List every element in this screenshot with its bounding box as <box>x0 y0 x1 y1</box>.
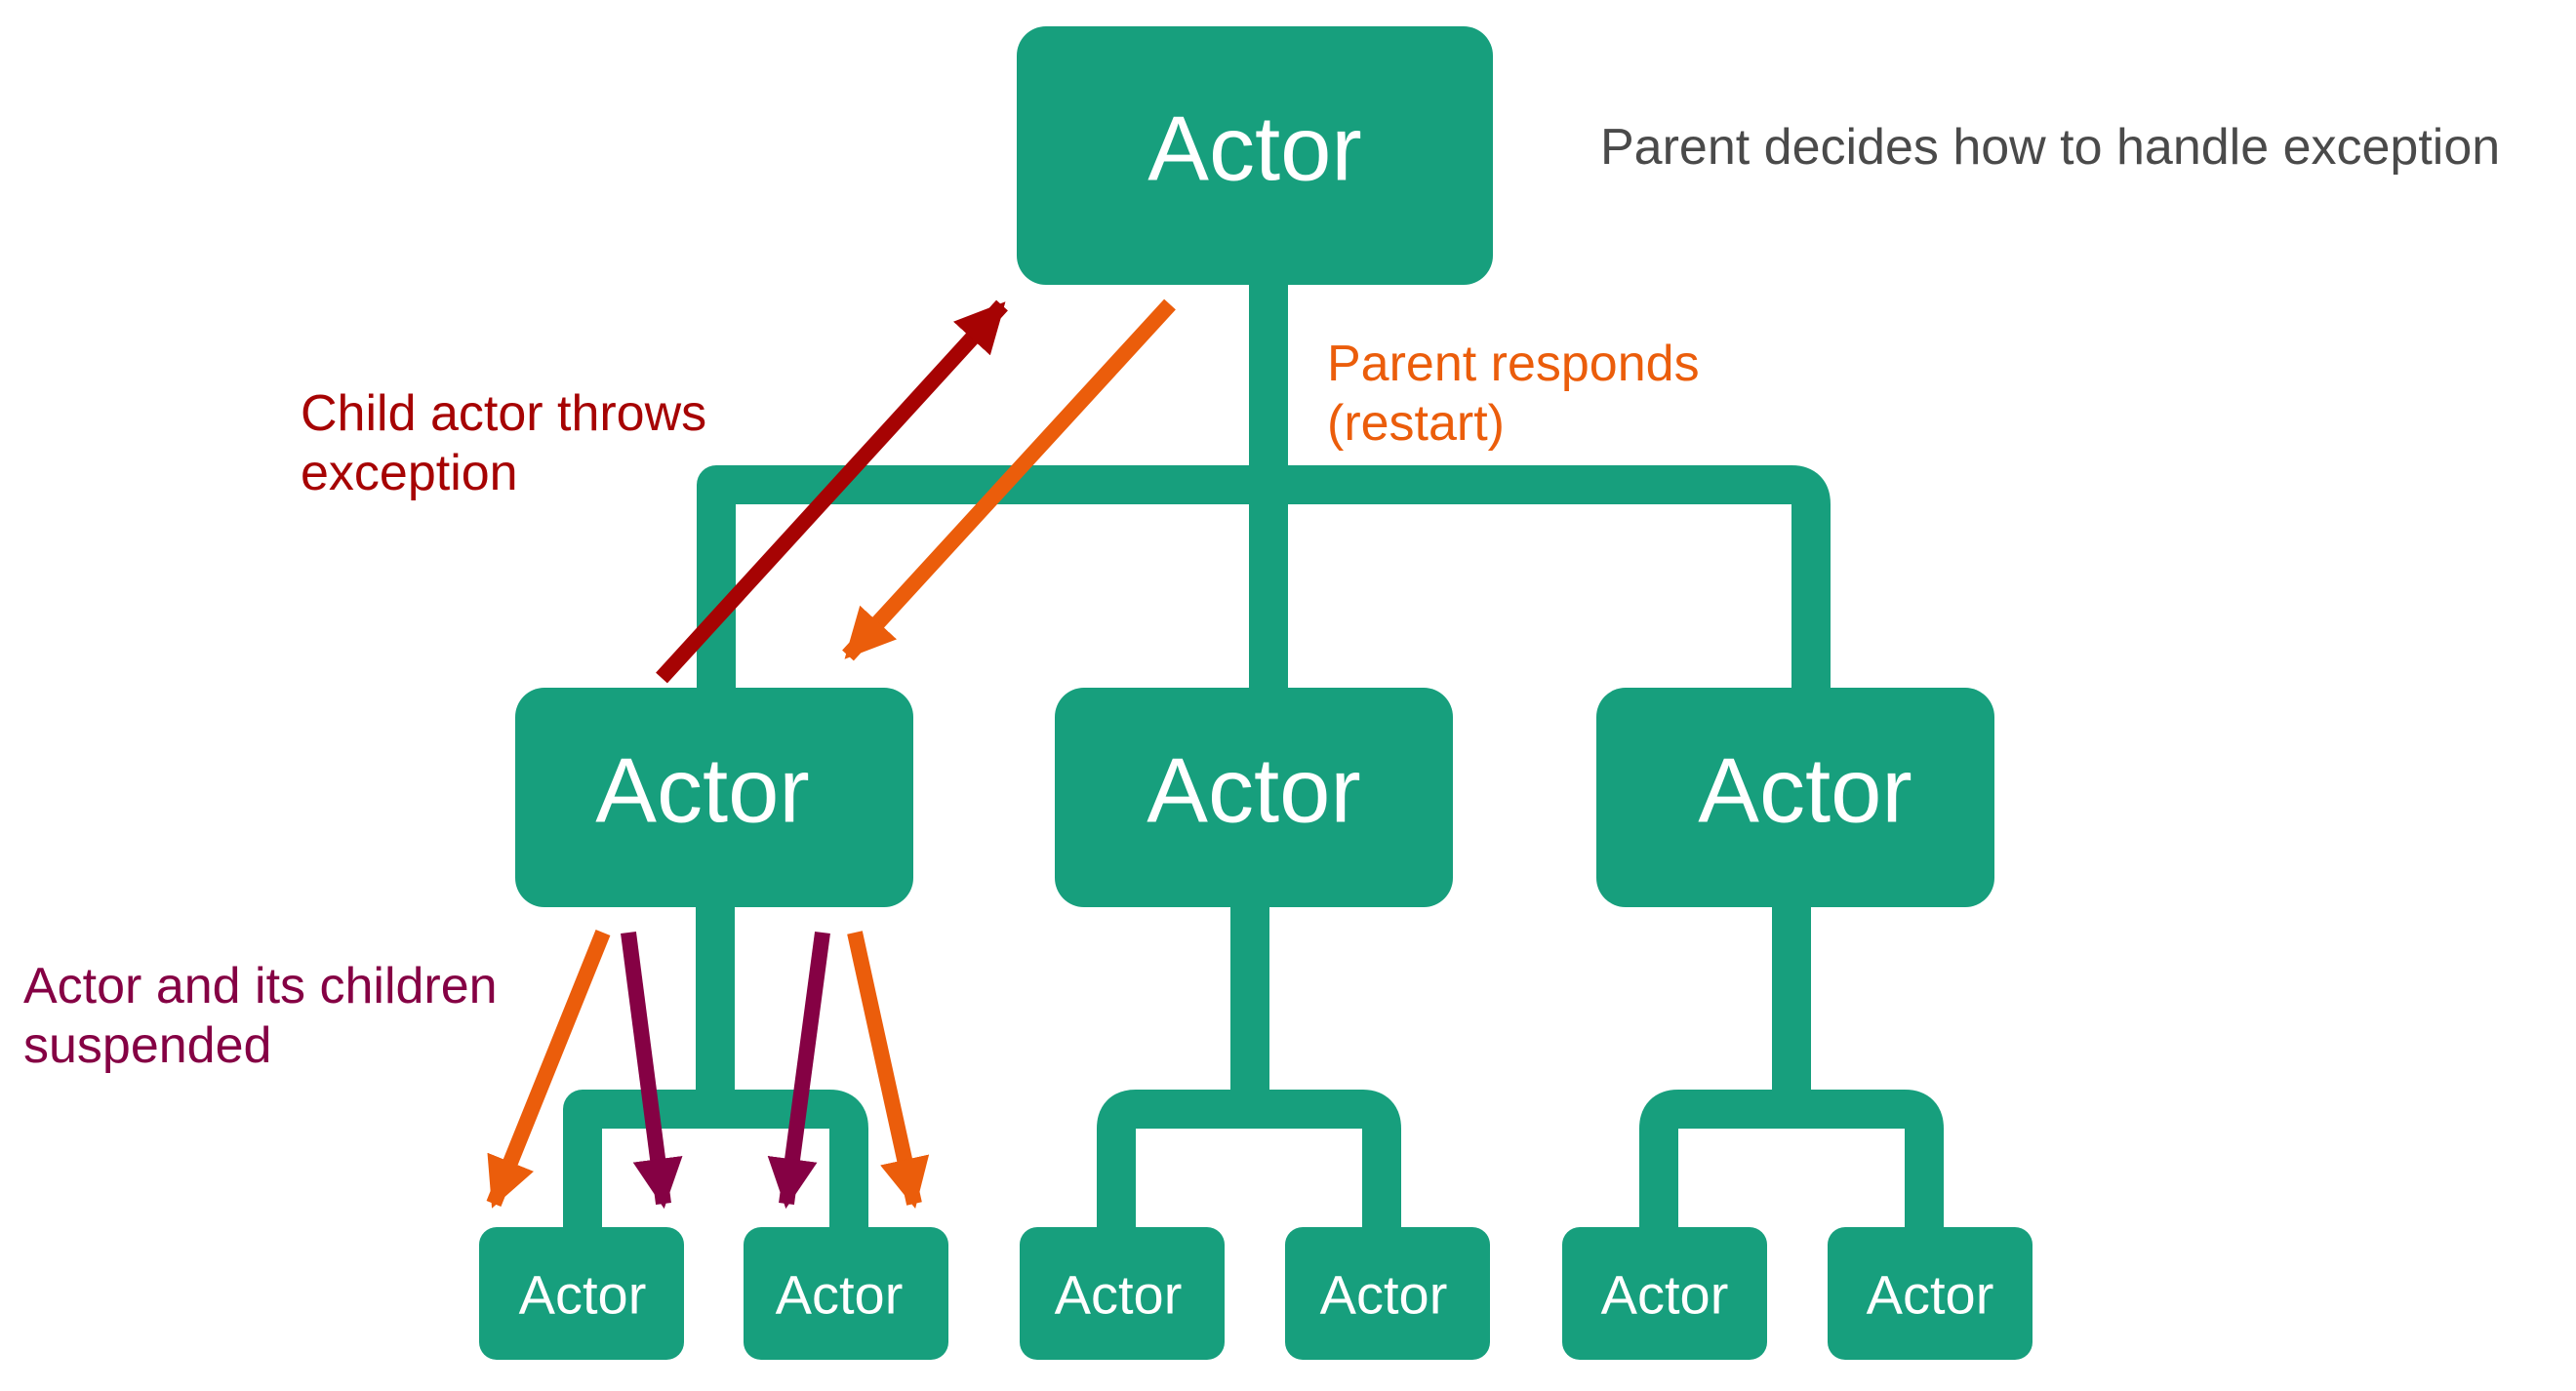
arrow-suspend-leaf-1 <box>621 931 683 1210</box>
note-suspended-line-1: Actor and its children <box>23 958 498 1014</box>
actor-mid-center-box[interactable] <box>1055 688 1453 907</box>
actor-mid-right-box[interactable] <box>1596 688 1994 907</box>
note-parent-responds-line-2: (restart) <box>1327 395 1505 452</box>
actor-nodes: Actor Actor Actor Actor Actor Actor Acto… <box>479 26 2033 1360</box>
actor-leaf-1-label: Actor <box>519 1264 647 1326</box>
connector-root-to-mid <box>697 283 1831 688</box>
actor-root[interactable]: Actor <box>1017 26 1493 285</box>
actor-leaf-6-label: Actor <box>1867 1264 1994 1326</box>
connector-midright-to-leaves <box>1639 907 1944 1229</box>
tree-connectors <box>563 283 1944 1229</box>
actor-leaf-4[interactable]: Actor <box>1285 1227 1490 1360</box>
actor-leaf-4-box[interactable] <box>1285 1227 1490 1360</box>
actor-leaf-3-label: Actor <box>1055 1264 1183 1326</box>
note-parent-responds: Parent responds (restart) <box>1327 336 1713 452</box>
connector-midleft-to-leaves <box>563 907 868 1229</box>
actor-leaf-2-box[interactable] <box>744 1227 948 1360</box>
actor-root-label: Actor <box>1147 98 1361 200</box>
arrow-restart-leaf-1 <box>486 930 611 1209</box>
note-parent-responds-line-1: Parent responds <box>1327 336 1700 392</box>
actor-leaf-2-label: Actor <box>776 1264 904 1326</box>
note-parent-decides: Parent decides how to handle exception <box>1600 119 2500 176</box>
annotations: Parent decides how to handle exception P… <box>23 119 2500 1074</box>
arrow-restart-leaf-2 <box>847 931 930 1210</box>
note-child-throws-line-1: Child actor throws <box>301 385 706 442</box>
actor-mid-right-label: Actor <box>1698 739 1912 842</box>
actor-leaf-1[interactable]: Actor <box>479 1227 684 1360</box>
actor-mid-left-label: Actor <box>595 739 809 842</box>
actor-leaf-5-label: Actor <box>1601 1264 1729 1326</box>
note-suspended-line-2: suspended <box>23 1017 271 1074</box>
actor-mid-left-box[interactable] <box>515 688 913 907</box>
actor-mid-center[interactable]: Actor <box>1055 688 1453 907</box>
arrow-parent-responds-restart <box>842 298 1176 661</box>
actor-mid-left[interactable]: Actor <box>515 688 913 907</box>
arrow-suspend-leaf-2 <box>767 931 830 1210</box>
actor-leaf-6-box[interactable] <box>1828 1227 2033 1360</box>
actor-leaf-3[interactable]: Actor <box>1020 1227 1225 1360</box>
actor-mid-center-label: Actor <box>1147 739 1360 842</box>
actor-leaf-6[interactable]: Actor <box>1828 1227 2033 1360</box>
note-child-throws-line-2: exception <box>301 445 518 501</box>
connector-midcenter-to-leaves <box>1097 907 1401 1229</box>
arrow-child-throws-exception <box>656 299 1008 684</box>
actor-leaf-4-label: Actor <box>1320 1264 1448 1326</box>
note-child-throws: Child actor throws exception <box>301 385 721 501</box>
actor-leaf-5-box[interactable] <box>1562 1227 1767 1360</box>
flow-arrows <box>486 298 1176 1210</box>
actor-leaf-2[interactable]: Actor <box>744 1227 948 1360</box>
note-suspended: Actor and its children suspended <box>23 958 511 1074</box>
actor-root-box[interactable] <box>1017 26 1493 285</box>
actor-leaf-5[interactable]: Actor <box>1562 1227 1767 1360</box>
actor-mid-right[interactable]: Actor <box>1596 688 1994 907</box>
actor-leaf-3-box[interactable] <box>1020 1227 1225 1360</box>
actor-leaf-1-box[interactable] <box>479 1227 684 1360</box>
